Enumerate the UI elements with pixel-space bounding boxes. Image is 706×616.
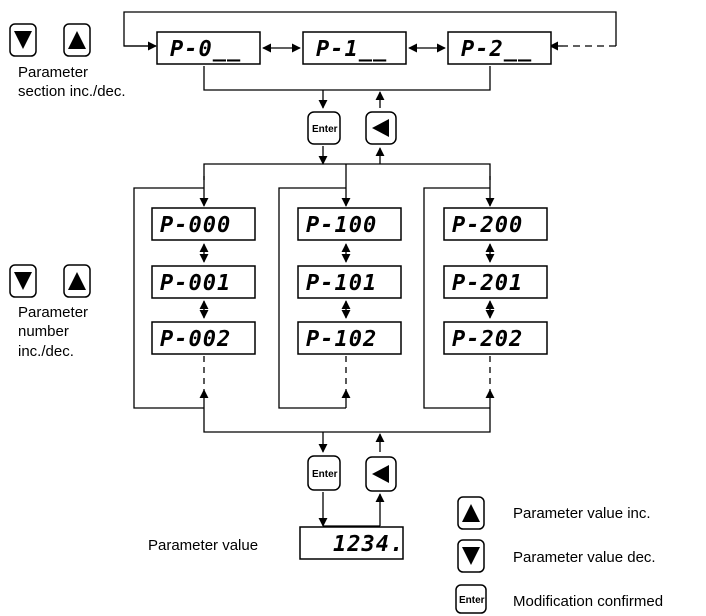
svg-text:P-200: P-200 xyxy=(452,213,523,238)
svg-text:Enter: Enter xyxy=(312,124,338,135)
svg-text:P-0__: P-0__ xyxy=(170,37,241,62)
back-key-upper-icon[interactable] xyxy=(365,111,397,145)
param-display-201: P-201 xyxy=(443,265,548,299)
number-caption-line3: inc./dec. xyxy=(18,343,74,360)
svg-text:Enter: Enter xyxy=(312,469,338,480)
section-caption-line2: section inc./dec. xyxy=(18,83,126,100)
svg-text:P-1__: P-1__ xyxy=(316,37,387,62)
param-display-100: P-100 xyxy=(297,207,402,241)
number-caption-line1: Parameter xyxy=(18,304,88,321)
param-display-002: P-002 xyxy=(151,321,256,355)
param-display-200: P-200 xyxy=(443,207,548,241)
parameter-value-label: Parameter value xyxy=(148,537,258,554)
section-caption-line1: Parameter xyxy=(18,64,88,81)
param-display-000: P-000 xyxy=(151,207,256,241)
svg-text:P-201: P-201 xyxy=(452,271,523,296)
section-display-2: P-2__ xyxy=(447,31,552,65)
svg-text:P-2__: P-2__ xyxy=(461,37,532,62)
svg-text:P-002: P-002 xyxy=(160,327,231,352)
param-display-102: P-102 xyxy=(297,321,402,355)
legend-down-key-icon xyxy=(457,539,485,573)
svg-text:Enter: Enter xyxy=(459,595,485,606)
number-down-key-icon[interactable] xyxy=(9,264,37,298)
svg-text:P-102: P-102 xyxy=(306,327,377,352)
svg-text:P-101: P-101 xyxy=(306,271,377,296)
svg-text:1234.: 1234. xyxy=(333,532,404,557)
section-display-1: P-1__ xyxy=(302,31,407,65)
section-display-0: P-0__ xyxy=(156,31,261,65)
section-up-key-icon[interactable] xyxy=(63,23,91,57)
enter-key-lower-icon[interactable]: Enter xyxy=(307,455,341,491)
section-down-key-icon[interactable] xyxy=(9,23,37,57)
param-display-001: P-001 xyxy=(151,265,256,299)
param-display-101: P-101 xyxy=(297,265,402,299)
legend-up-key-icon xyxy=(457,496,485,530)
svg-text:P-202: P-202 xyxy=(452,327,523,352)
legend-confirm-text: Modification confirmed xyxy=(513,593,663,610)
svg-text:P-000: P-000 xyxy=(160,213,231,238)
legend-enter-key-icon: Enter xyxy=(455,584,487,614)
param-display-202: P-202 xyxy=(443,321,548,355)
parameter-value-display: 1234. xyxy=(299,526,404,560)
number-caption-line2: number xyxy=(18,323,69,340)
svg-text:P-100: P-100 xyxy=(306,213,377,238)
legend-inc-text: Parameter value inc. xyxy=(513,505,651,522)
number-up-key-icon[interactable] xyxy=(63,264,91,298)
enter-key-upper-icon[interactable]: Enter xyxy=(307,111,341,145)
back-key-lower-icon[interactable] xyxy=(365,456,397,492)
svg-text:P-001: P-001 xyxy=(160,271,231,296)
legend-dec-text: Parameter value dec. xyxy=(513,549,656,566)
